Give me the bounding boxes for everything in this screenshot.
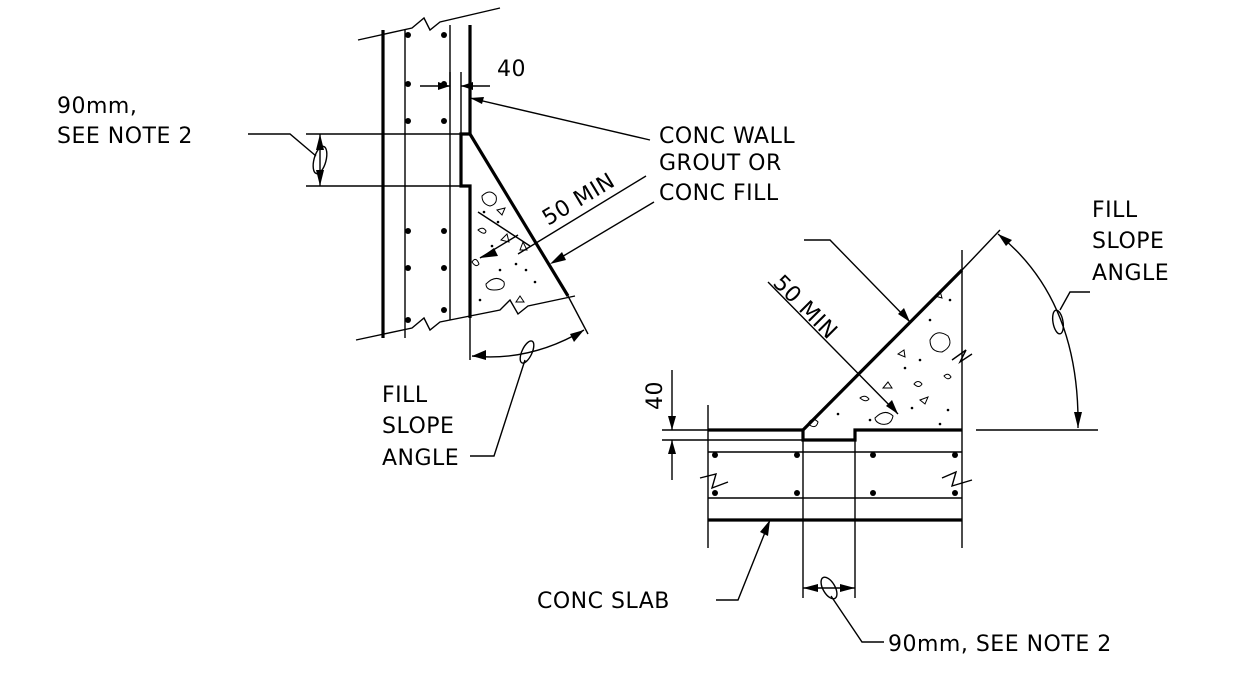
slab-dim-50min <box>767 239 911 415</box>
wall-dim-40 <box>420 72 490 134</box>
wall-angle-label: ANGLE <box>382 446 459 471</box>
slab-slope-angle-dim <box>961 229 1098 431</box>
wall-break-top <box>357 7 501 41</box>
slab-dim-90 <box>802 440 884 643</box>
slab-fill-label: FILL <box>1092 198 1138 223</box>
wall-break-bottom <box>355 295 576 341</box>
wall-fill-label: FILL <box>382 383 428 408</box>
slab-fill-leader <box>804 239 911 323</box>
wall-rebar <box>405 32 447 323</box>
conc-slab-leader <box>716 519 771 601</box>
slab-dim-90-label: 90mm, SEE NOTE 2 <box>888 632 1112 657</box>
slab-fill-break <box>951 349 973 365</box>
wall-dim-90-note: SEE NOTE 2 <box>57 124 193 149</box>
conc-wall-label: CONC WALL <box>659 124 795 149</box>
wall-dim-50min <box>477 175 647 259</box>
wall-dim-40-label: 40 <box>497 57 526 82</box>
slab-detail: FILL SLOPE ANGLE 50 MIN 40 CONC SLAB 90m… <box>537 198 1169 657</box>
wall-fill-aggregate <box>471 191 537 303</box>
slab-top-rebate <box>708 428 962 442</box>
conc-fill-label: CONC FILL <box>659 181 779 206</box>
slab-50min-label: 50 MIN <box>768 271 842 345</box>
conc-fill-leader <box>559 201 655 259</box>
wall-fill-slope-face <box>468 133 570 297</box>
slab-fill-aggregate <box>807 290 952 428</box>
slab-dim-40-label: 40 <box>643 381 668 410</box>
wall-dim-90 <box>248 133 461 187</box>
wall-rebate-outline <box>459 25 472 318</box>
slab-break-right <box>941 470 973 488</box>
slab-rebar <box>712 452 958 496</box>
wall-slope-angle-dim <box>469 295 589 457</box>
conc-wall-leader <box>469 97 651 141</box>
slab-break-left <box>699 473 729 490</box>
wall-detail: 90mm, SEE NOTE 2 40 CONC WALL GROUT OR C… <box>57 7 795 471</box>
slab-fill-slope-face <box>801 268 964 432</box>
wall-dim-90-label: 90mm, <box>57 94 137 119</box>
wall-slope-label: SLOPE <box>382 414 454 439</box>
grout-or-label: GROUT OR <box>659 151 782 176</box>
slab-angle-label: ANGLE <box>1092 261 1169 286</box>
slab-dim-40 <box>662 370 803 480</box>
conc-slab-label: CONC SLAB <box>537 589 670 614</box>
slab-slope-label: SLOPE <box>1092 229 1164 254</box>
